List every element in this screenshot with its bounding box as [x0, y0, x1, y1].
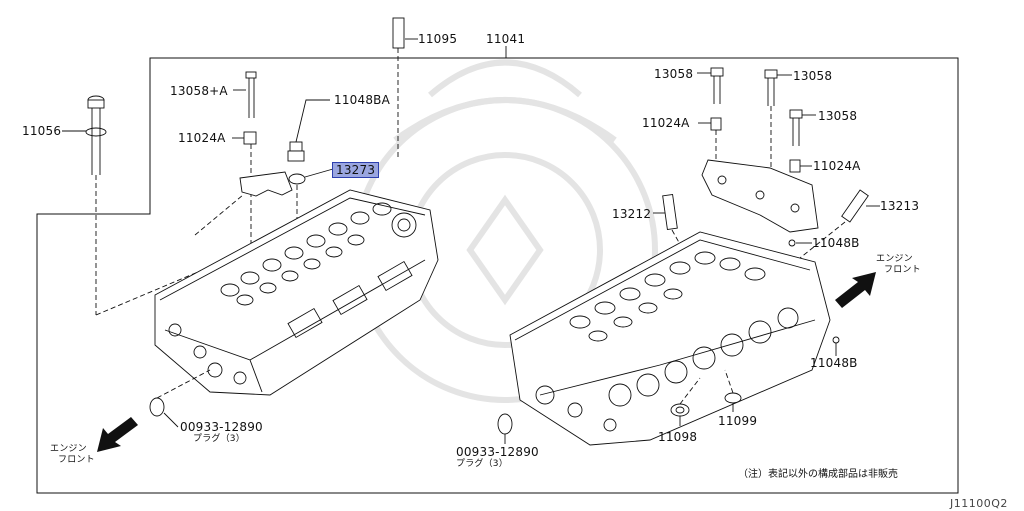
- callout-13058-right-2[interactable]: 13058: [793, 69, 833, 83]
- callout-11024a-right-1[interactable]: 11024A: [642, 116, 690, 130]
- callout-13058-a[interactable]: 13058+A: [170, 84, 228, 98]
- footnote: （注）表記以外の構成部品は非販売: [738, 469, 898, 480]
- callout-11048b-2[interactable]: 11048B: [810, 356, 858, 370]
- callout-13058-right-3[interactable]: 13058: [818, 109, 858, 123]
- callout-00933-left[interactable]: 00933-12890: [180, 420, 263, 434]
- plug-label-right: プラグ（3）: [456, 459, 508, 469]
- cylinder-head-right: [509, 231, 831, 446]
- left-head-ports: [168, 202, 417, 385]
- callout-11048b-1[interactable]: 11048B: [812, 236, 860, 250]
- engine-front-label-left-1: エンジン: [50, 444, 87, 454]
- engine-front-label-right-2: フロント: [884, 265, 921, 275]
- callout-13058-right-1[interactable]: 13058: [654, 67, 694, 81]
- callout-11056[interactable]: 11056: [22, 124, 62, 138]
- engine-front-label-right-1: エンジン: [876, 254, 913, 264]
- engine-front-arrow-left: [97, 417, 138, 452]
- diagram-code: J11100Q2: [950, 497, 1008, 510]
- callout-11048ba[interactable]: 11048BA: [334, 93, 391, 107]
- engine-front-arrow-right: [835, 272, 876, 308]
- dowel-pin-part: [392, 17, 405, 49]
- callout-11095[interactable]: 11095: [418, 32, 458, 46]
- callout-13212[interactable]: 13212: [612, 207, 652, 221]
- callout-11041[interactable]: 11041: [486, 32, 526, 46]
- callout-13273[interactable]: 13273: [332, 162, 380, 178]
- engine-front-label-left-2: フロント: [58, 455, 95, 465]
- callout-13213[interactable]: 13213: [880, 199, 920, 213]
- callout-11024a-right-2[interactable]: 11024A: [813, 159, 861, 173]
- callout-00933-right[interactable]: 00933-12890: [456, 445, 539, 459]
- watermark-emblem: [352, 59, 658, 403]
- callout-11024a-left[interactable]: 11024A: [178, 131, 226, 145]
- cylinder-head-left: [154, 189, 439, 396]
- callout-11098[interactable]: 11098: [658, 430, 698, 444]
- plug-label-left: プラグ（3）: [193, 434, 245, 444]
- assembly-frame: [36, 57, 959, 494]
- right-head-ports: [535, 251, 799, 432]
- callout-11099[interactable]: 11099: [718, 414, 758, 428]
